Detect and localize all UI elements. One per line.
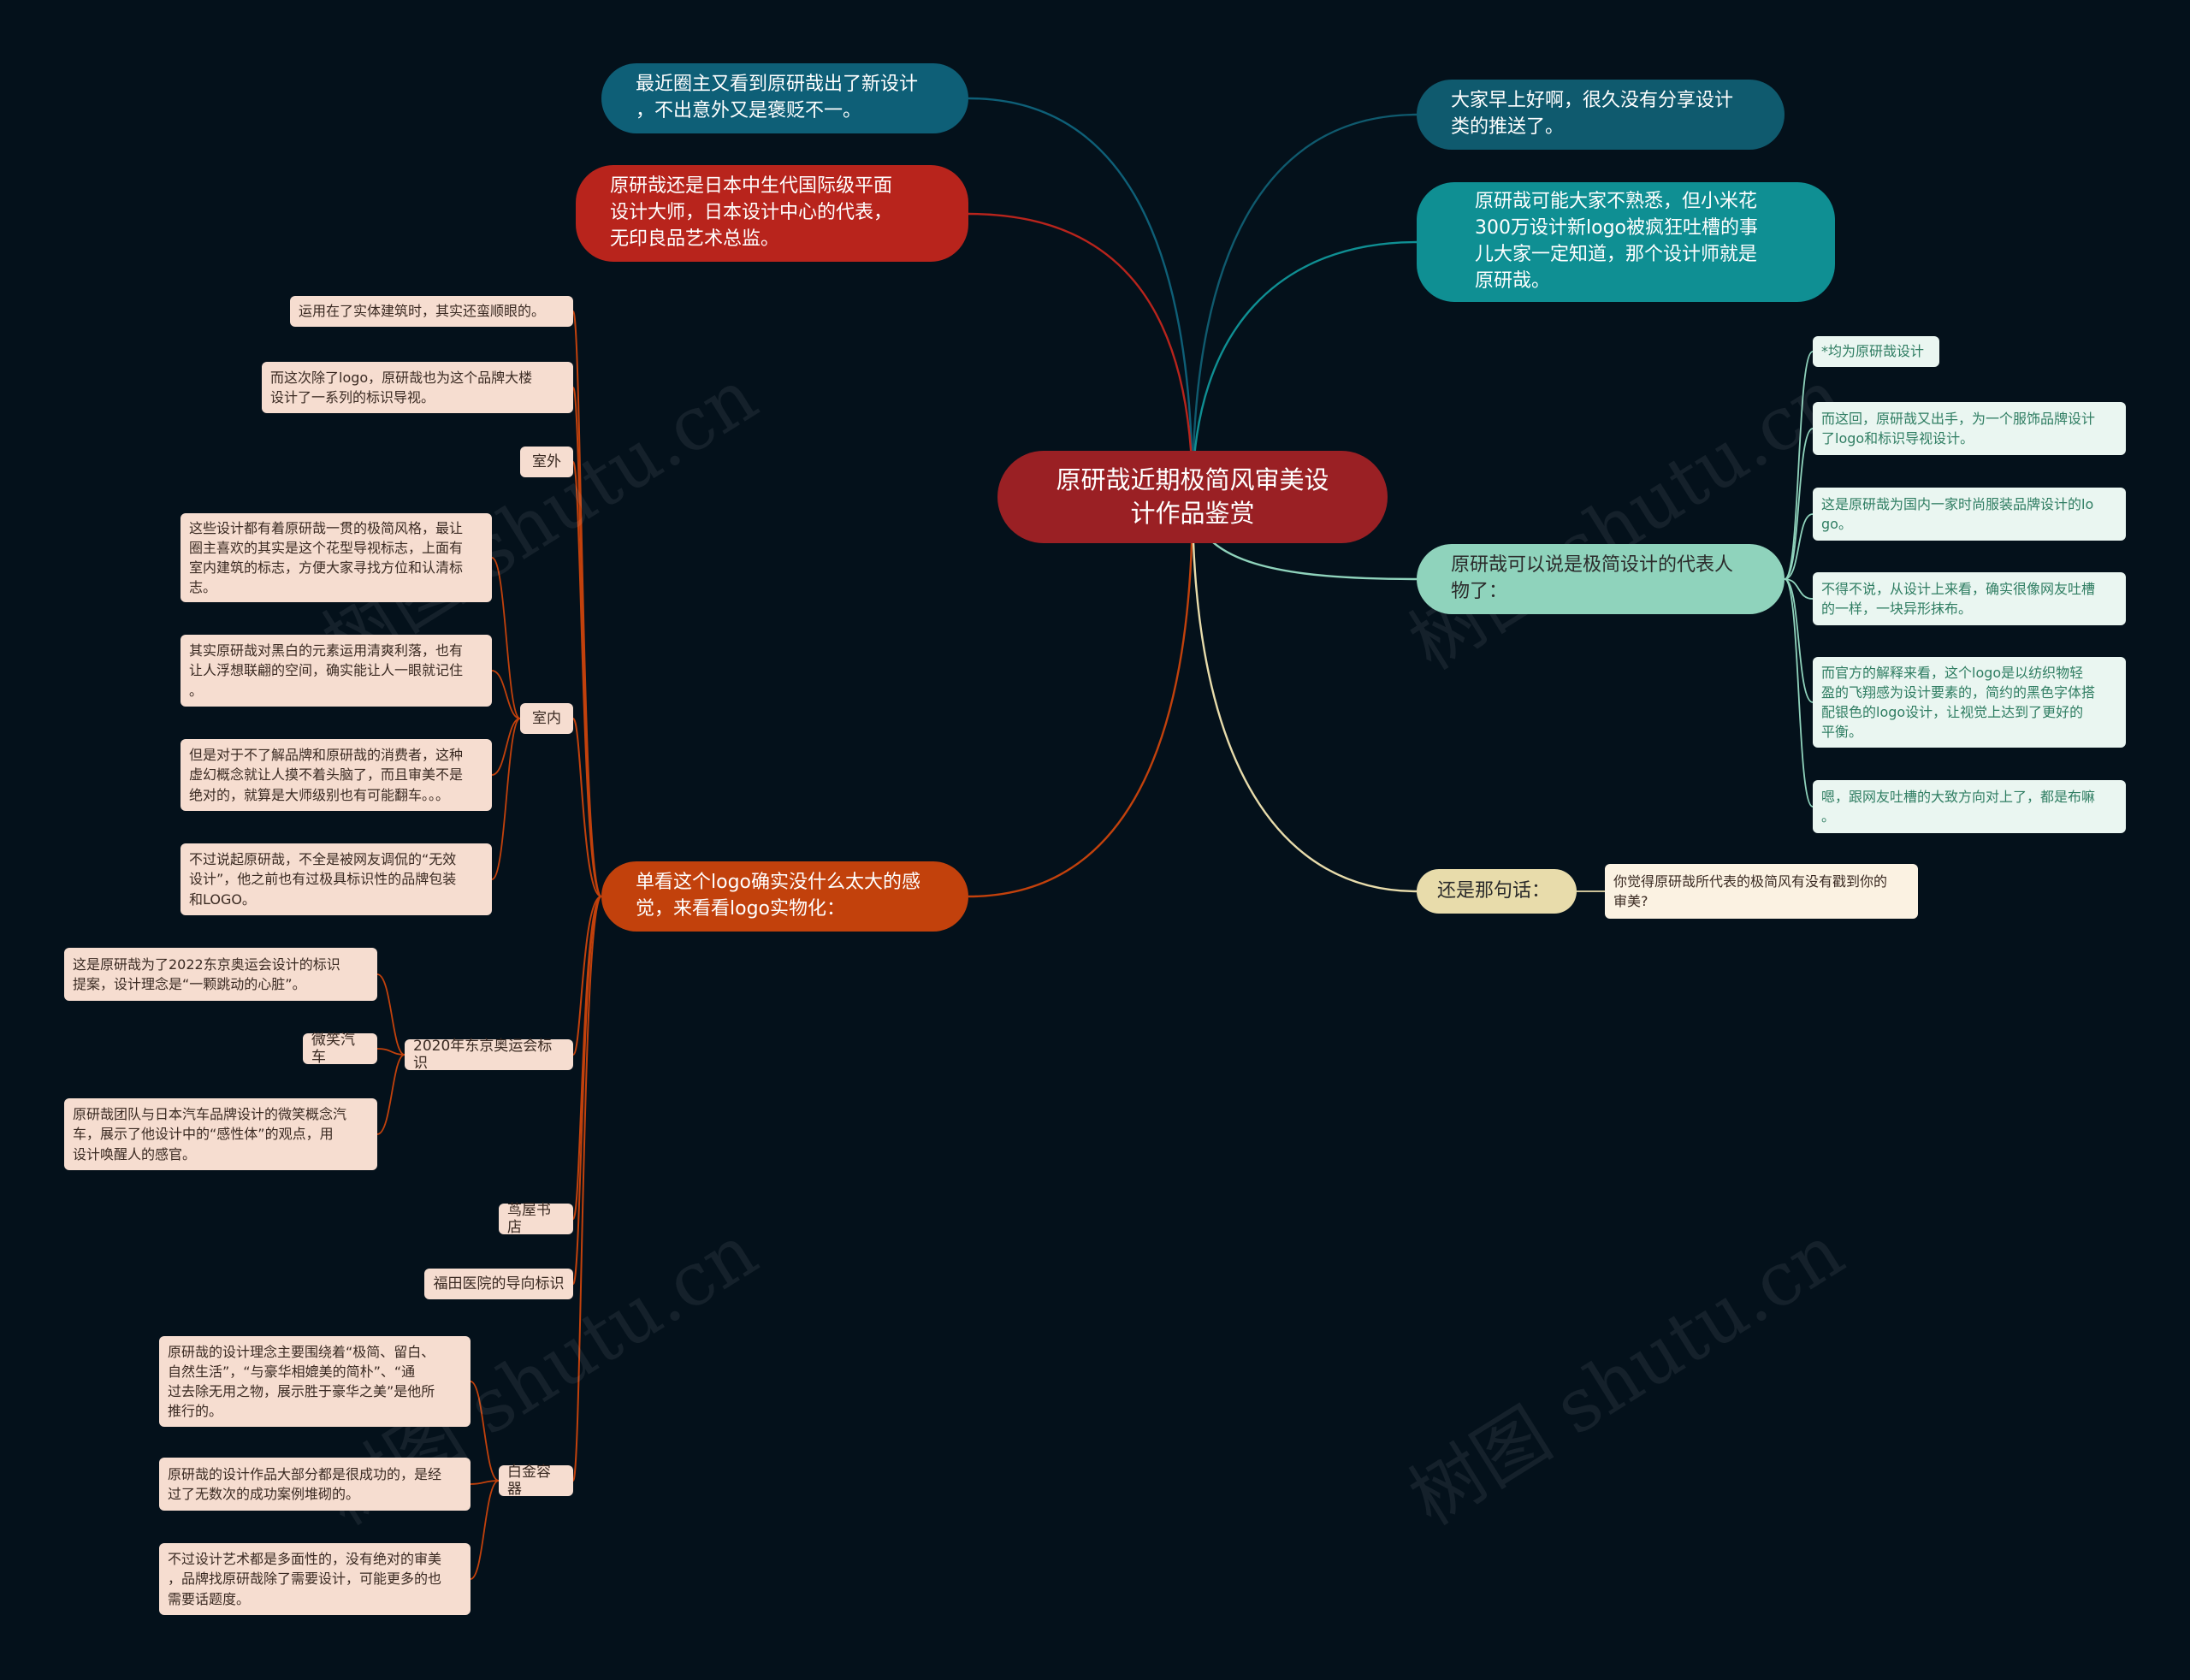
tag-tokyo[interactable]: 2020年东京奥运会标识 bbox=[405, 1038, 573, 1072]
tag-tsutaya[interactable]: 茑屋书店 bbox=[499, 1202, 573, 1236]
link-platinum-child bbox=[470, 1381, 500, 1482]
tag-smile-car[interactable]: 微笑汽车 bbox=[303, 1032, 377, 1066]
link-logo-child bbox=[572, 896, 602, 1056]
link-tokyo-child bbox=[376, 1048, 405, 1056]
leaf-platinum-1[interactable]: 原研哉的设计理念主要围绕着“极简、留白、 自然生活”，“与豪华相媲美的简朴”、“… bbox=[159, 1336, 471, 1427]
link-logo-child bbox=[572, 461, 602, 897]
leaf-signage[interactable]: 而这次除了logo，原研哉也为这个品牌大楼 设计了一系列的标识导视。 bbox=[262, 362, 573, 413]
link-logo-child bbox=[572, 896, 602, 1482]
link-minimal-child bbox=[1784, 578, 1814, 703]
branch-minimal[interactable]: 原研哉可以说是极简设计的代表人 物了： bbox=[1417, 544, 1785, 614]
leaf-minimal-4[interactable]: 不得不说，从设计上来看，确实很像网友吐槽 的一样，一块异形抹布。 bbox=[1813, 572, 2126, 625]
leaf-platinum-2[interactable]: 原研哉的设计作品大部分都是很成功的，是经 过了无数次的成功案例堆砌的。 bbox=[159, 1458, 471, 1511]
link-minimal-child bbox=[1784, 428, 1814, 580]
link-indoor-child bbox=[491, 670, 521, 719]
link-minimal-child bbox=[1784, 513, 1814, 580]
branch-unknown[interactable]: 原研哉可能大家不熟悉，但小米花 300万设计新logo被疯狂吐槽的事 儿大家一定… bbox=[1417, 182, 1835, 302]
leaf-minimal-5[interactable]: 而官方的解释来看，这个logo是以纺织物轻 盈的飞翔感为设计要素的，简约的黑色字… bbox=[1813, 657, 2126, 748]
leaf-words[interactable]: 你觉得原研哉所代表的极简风有没有戳到你的 审美? bbox=[1605, 864, 1918, 919]
tag-indoor[interactable]: 室内 bbox=[520, 703, 573, 734]
link-words bbox=[1191, 496, 1418, 893]
link-minimal-child bbox=[1784, 351, 1814, 580]
tag-outdoor[interactable]: 室外 bbox=[520, 447, 573, 477]
branch-master[interactable]: 原研哉还是日本中生代国际级平面 设计大师，日本设计中心的代表， 无印良品艺术总监… bbox=[576, 165, 968, 262]
leaf-minimal-1[interactable]: *均为原研哉设计 bbox=[1813, 336, 1939, 367]
link-platinum-child bbox=[470, 1480, 500, 1485]
leaf-tokyo-1[interactable]: 这是原研哉为了2022东京奥运会设计的标识 提案，设计理念是“一颗跳动的心脏”。 bbox=[64, 948, 377, 1001]
link-indoor-child bbox=[491, 557, 521, 719]
leaf-indoor-4[interactable]: 不过说起原研哉，不全是被网友调侃的“无效 设计”，他之前也有过极具标识性的品牌包… bbox=[181, 843, 492, 915]
link-master bbox=[968, 212, 1194, 498]
link-indoor-child bbox=[491, 718, 521, 776]
link-unknown bbox=[1191, 240, 1418, 498]
branch-words[interactable]: 还是那句话： bbox=[1417, 869, 1577, 914]
leaf-platinum-3[interactable]: 不过设计艺术都是多面性的，没有绝对的审美 ，品牌找原研哉除了需要设计，可能更多的… bbox=[159, 1543, 471, 1615]
link-indoor-child bbox=[491, 718, 521, 880]
leaf-indoor-1[interactable]: 这些设计都有着原研哉一贯的极简风格，最让 圈主喜欢的其实是这个花型导视标志，上面… bbox=[181, 513, 492, 602]
leaf-building[interactable]: 运用在了实体建筑时，其实还蛮顺眼的。 bbox=[290, 296, 573, 327]
link-logo bbox=[968, 496, 1194, 898]
link-morning bbox=[1191, 113, 1418, 498]
leaf-minimal-2[interactable]: 而这回，原研哉又出手，为一个服饰品牌设计 了logo和标识导视设计。 bbox=[1813, 402, 2126, 455]
leaf-tokyo-3[interactable]: 原研哉团队与日本汽车品牌设计的微笑概念汽 车，展示了他设计中的“感性体”的观点，… bbox=[64, 1098, 377, 1170]
link-logo-child bbox=[572, 311, 602, 897]
link-tokyo-child bbox=[376, 1054, 405, 1135]
leaf-minimal-6[interactable]: 嗯，跟网友吐槽的大致方向对上了，都是布嘛 。 bbox=[1813, 780, 2126, 833]
root-node[interactable]: 原研哉近期极简风审美设 计作品鉴赏 bbox=[997, 451, 1388, 543]
link-minimal-child bbox=[1784, 578, 1814, 600]
link-logo-child bbox=[572, 718, 602, 897]
branch-morning[interactable]: 大家早上好啊，很久没有分享设计 类的推送了。 bbox=[1417, 80, 1785, 150]
link-news bbox=[968, 97, 1194, 498]
leaf-indoor-2[interactable]: 其实原研哉对黑白的元素运用清爽利落，也有 让人浮想联翩的空间，确实能让人一眼就记… bbox=[181, 635, 492, 707]
link-minimal-child bbox=[1784, 578, 1814, 807]
link-logo-child bbox=[572, 896, 602, 1285]
leaf-indoor-3[interactable]: 但是对于不了解品牌和原研哉的消费者，这种 虚幻概念就让人摸不着头脑了，而且审美不… bbox=[181, 739, 492, 811]
branch-news[interactable]: 最近圈主又看到原研哉出了新设计 ，不出意外又是褒贬不一。 bbox=[601, 63, 968, 133]
tag-platinum[interactable]: 白金容器 bbox=[499, 1464, 573, 1498]
tag-futian[interactable]: 福田医院的导向标识 bbox=[424, 1269, 573, 1299]
link-tokyo-child bbox=[376, 973, 405, 1056]
leaf-minimal-3[interactable]: 这是原研哉为国内一家时尚服装品牌设计的lo go。 bbox=[1813, 488, 2126, 541]
link-platinum-child bbox=[470, 1480, 500, 1580]
link-logo-child bbox=[572, 387, 602, 897]
branch-logo[interactable]: 单看这个logo确实没什么太大的感 觉，来看看logo实物化： bbox=[601, 861, 968, 932]
